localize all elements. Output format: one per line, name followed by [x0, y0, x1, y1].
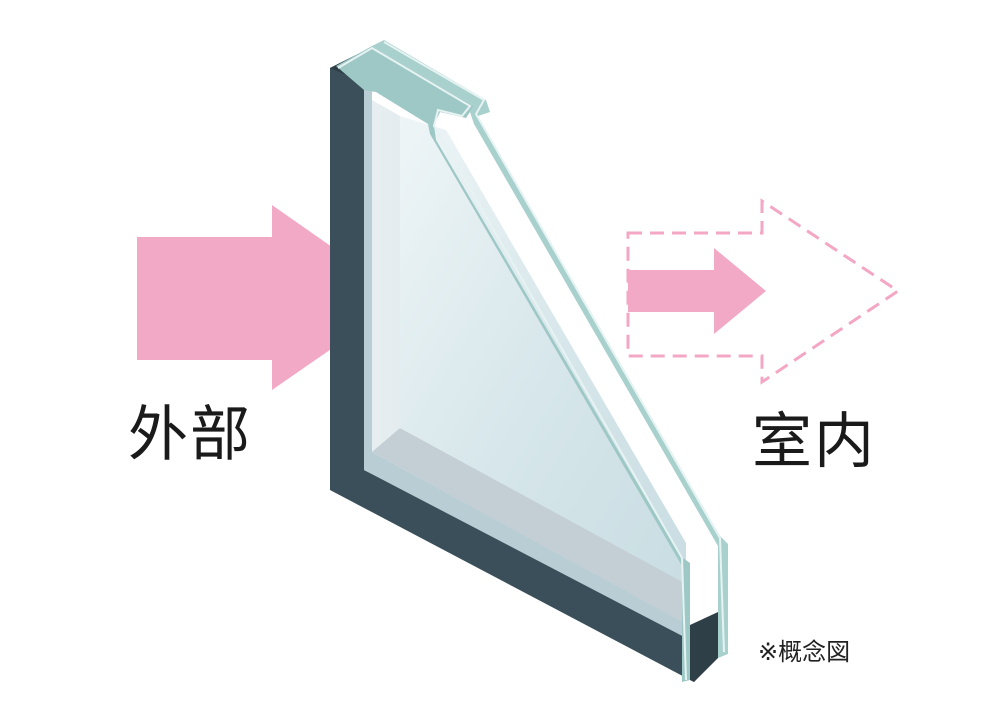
dashed-arrow-icon [626, 198, 901, 385]
outside-label: 外部 [128, 400, 252, 470]
spacer-bottom-face [372, 428, 688, 625]
inside-label: 室内 [752, 407, 876, 477]
spacer-bottom-dark [690, 612, 718, 682]
front-pane-highlight [337, 46, 687, 681]
back-pane-highlight [383, 41, 725, 653]
small-arrow-icon [628, 248, 766, 334]
window-frame-outer [330, 52, 710, 682]
outer-glass-pane [364, 86, 690, 640]
concept-note: ※概念図 [758, 638, 851, 666]
glass-face [400, 116, 686, 584]
